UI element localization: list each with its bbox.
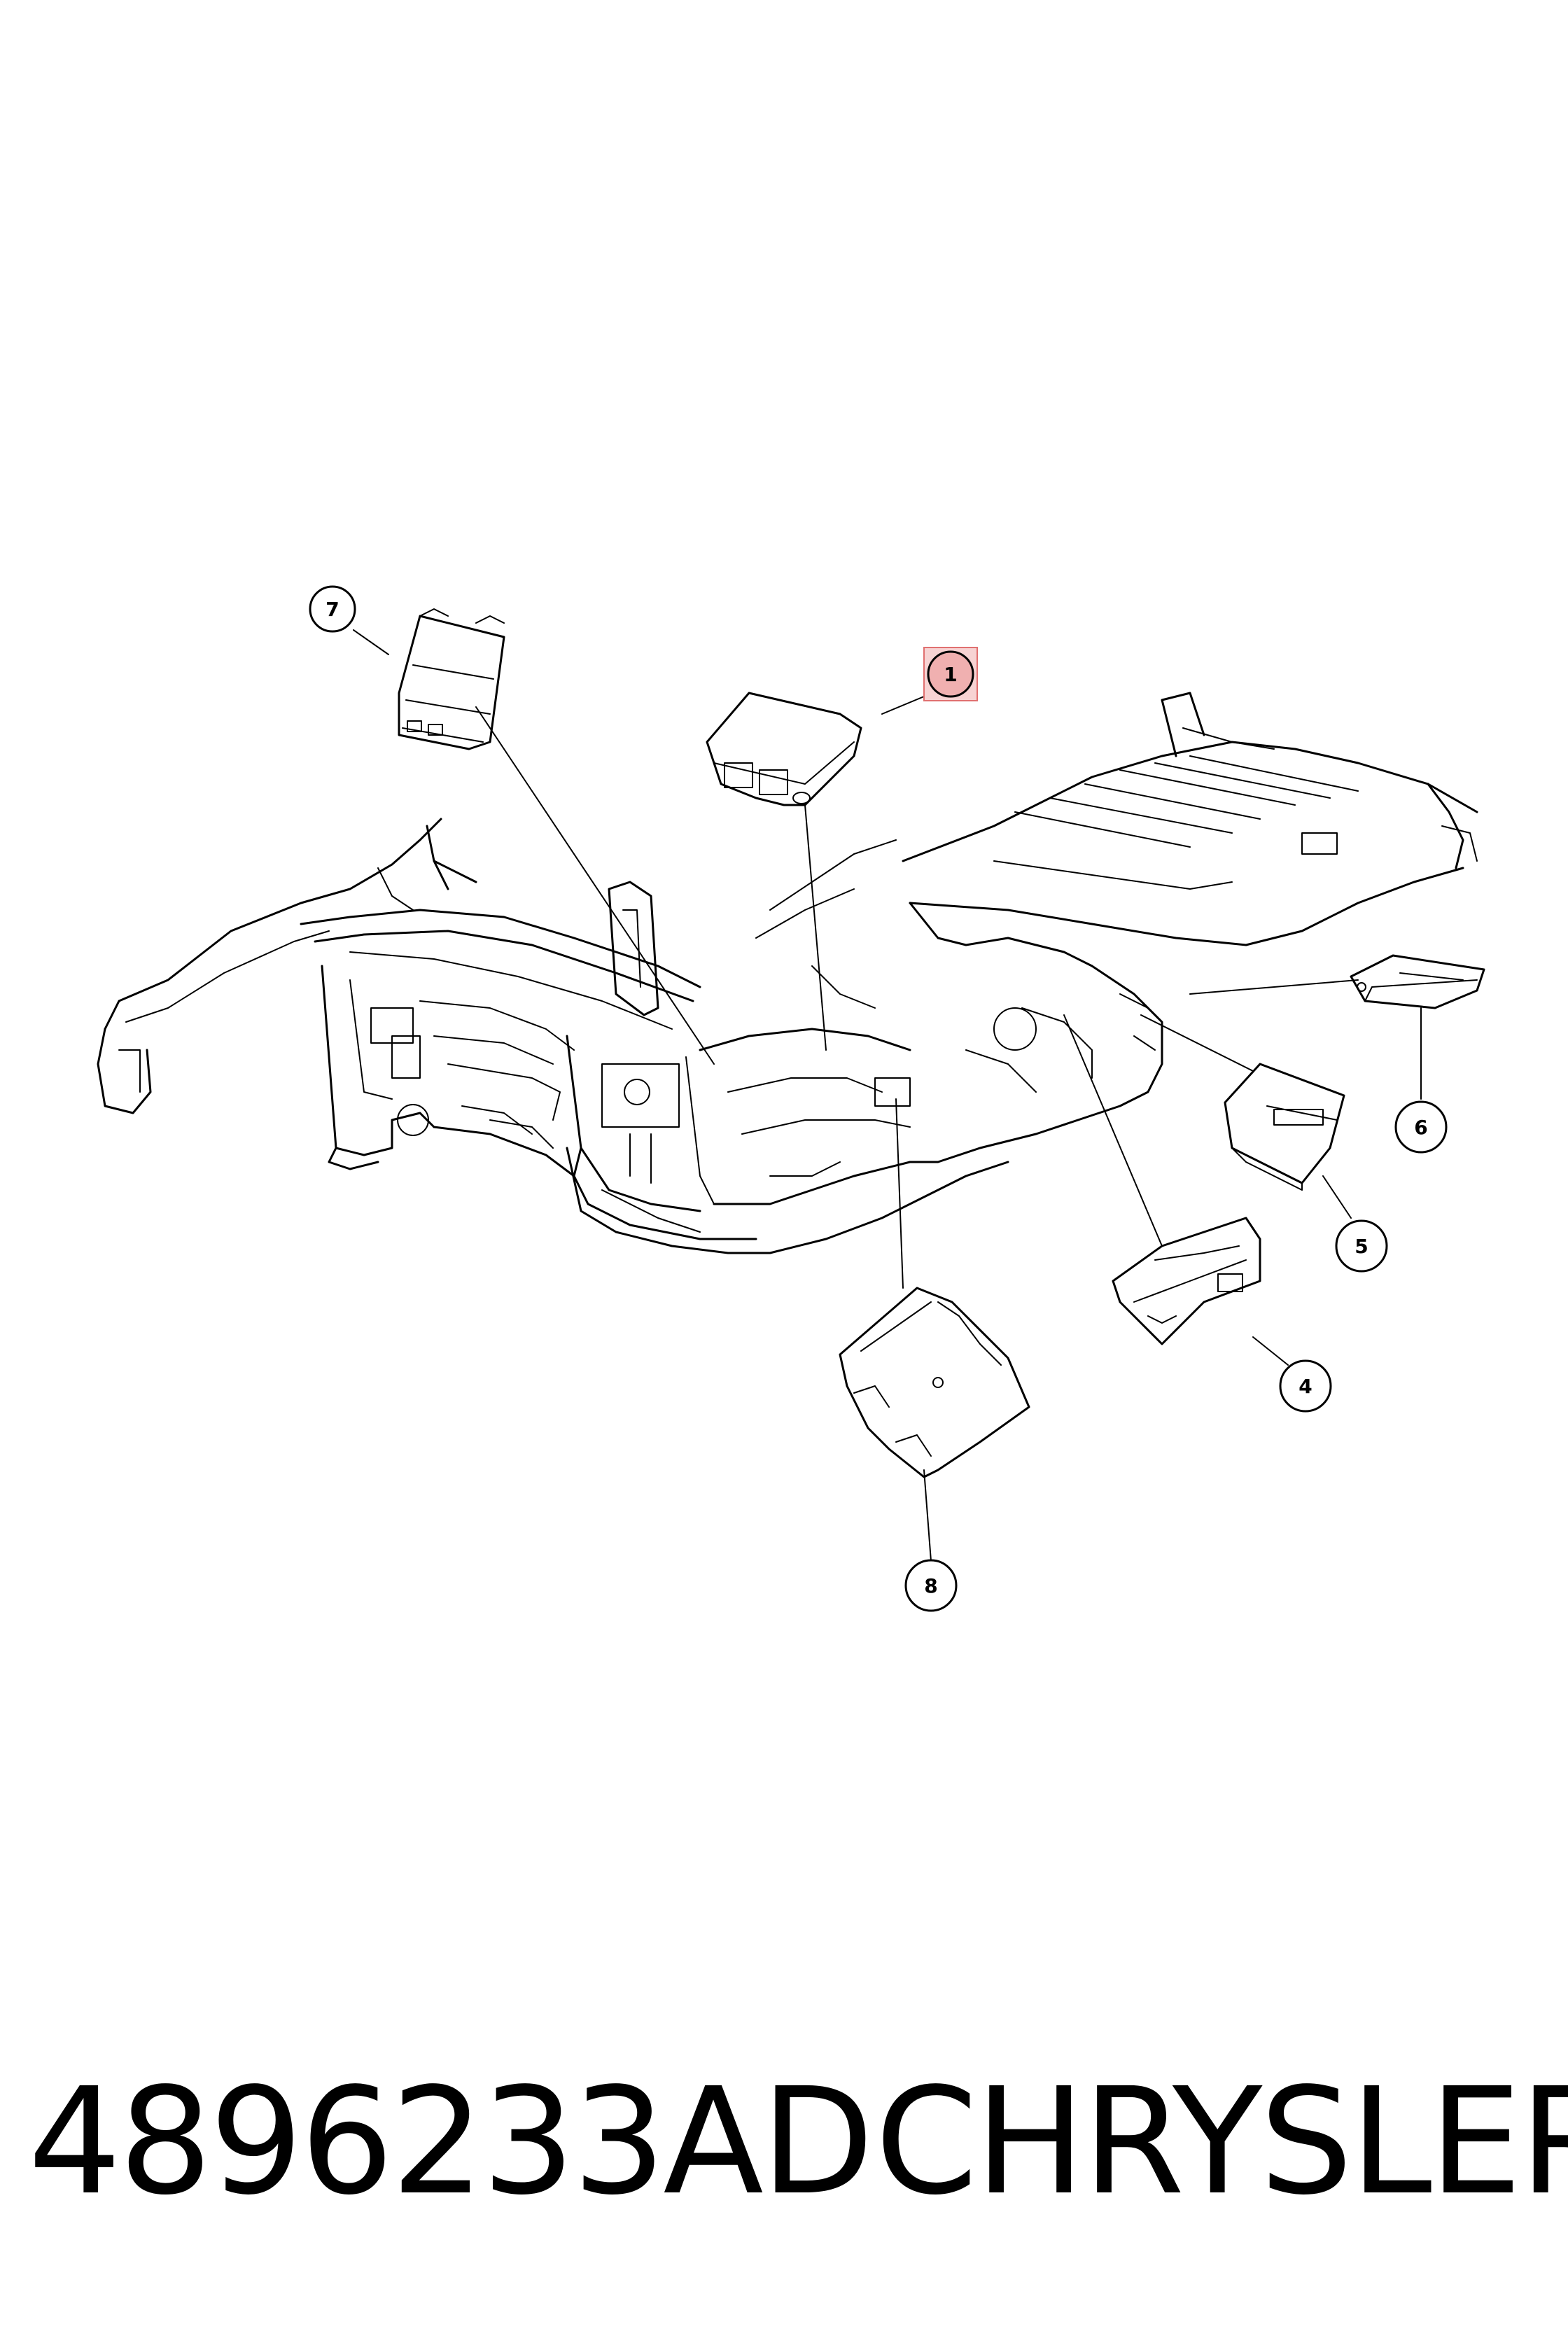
module-5 [1224, 1063, 1345, 1191]
module-6 [1350, 954, 1485, 1009]
callout-1-label: 1 [944, 663, 957, 686]
callout-6: 6 [1394, 1100, 1448, 1154]
footer: 4896233AD CHRYSLER [0, 2044, 1568, 2240]
callout-6-label: 6 [1414, 1116, 1427, 1139]
part-number: 4896233AD [28, 2056, 874, 2227]
callout-8: 8 [904, 1559, 958, 1612]
callout-5: 5 [1335, 1219, 1388, 1273]
callout-8-label: 8 [924, 1574, 937, 1597]
leader-lines [353, 629, 1422, 1562]
callout-1: 1 [923, 647, 978, 701]
callout-4-label: 4 [1298, 1375, 1312, 1398]
vehicle-floor-pan [97, 692, 1478, 1254]
callout-7-label: 7 [326, 598, 339, 621]
module-4 [1112, 1217, 1261, 1345]
brand-name: CHRYSLER [875, 2056, 1568, 2227]
callout-5-label: 5 [1354, 1235, 1368, 1258]
module-1-restraint-controller [706, 692, 862, 806]
module-8 [839, 1287, 1030, 1478]
callout-4: 4 [1279, 1359, 1332, 1413]
module-7 [398, 608, 505, 750]
callout-7: 7 [309, 585, 356, 633]
